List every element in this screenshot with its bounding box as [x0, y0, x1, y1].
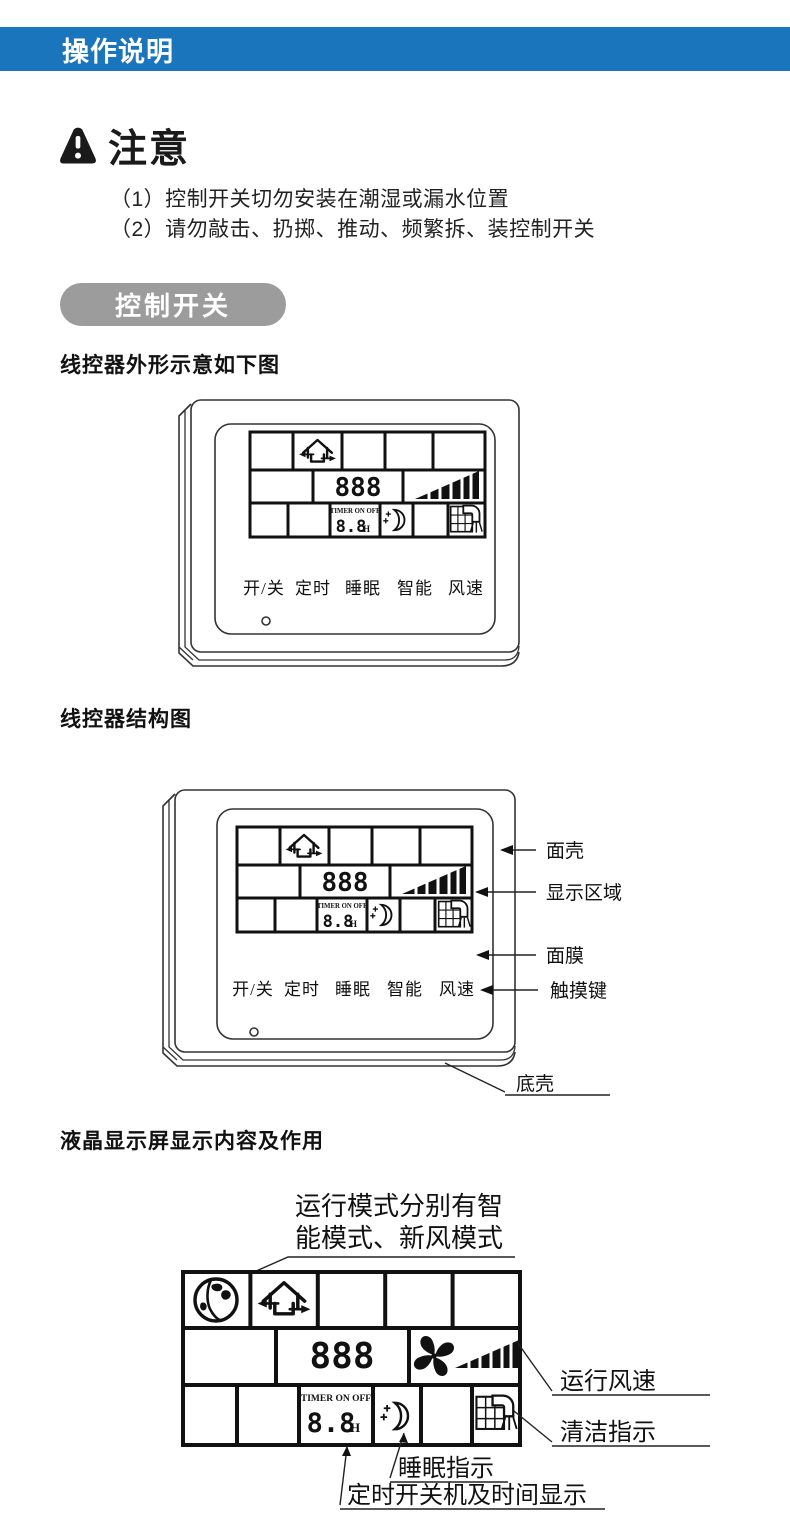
fan-speed-ramp-icon [400, 864, 468, 896]
callout-face-shell: 面壳 [500, 840, 584, 862]
annotation-fan-speed: 运行风速 [516, 1341, 710, 1396]
button-label-sleep: 睡眠 [345, 579, 381, 598]
button-label-timer: 定时 [295, 579, 331, 598]
case-mid-edge [184, 403, 520, 661]
timer-digits: 8.8 [307, 1408, 356, 1439]
annotation-mode-line1: 运行模式分别有智 [295, 1192, 503, 1221]
annotation-mode: 运行模式分别有智 能模式、新风模式 [253, 1192, 515, 1273]
lcd-grid [181, 1270, 522, 1447]
button-label-sleep: 睡眠 [335, 980, 371, 999]
annotation-fan-speed-label: 运行风速 [560, 1368, 656, 1395]
timer-label: TIMER ON OFF [330, 508, 380, 515]
timer-label: TIMER ON OFF [301, 1394, 371, 1404]
main-digits: 888 [309, 1336, 374, 1377]
timer-digits: 8.8 [323, 912, 354, 932]
timer-unit: H [363, 524, 370, 534]
clean-indicator-icon [475, 1394, 518, 1432]
section-heading-outline: 线控器外形示意如下图 [60, 354, 280, 377]
annotation-timer: 定时开关机及时间显示 [339, 1446, 605, 1510]
callout-membrane: 面膜 [476, 945, 584, 967]
sleep-moon-icon [379, 1401, 410, 1431]
fan-speed-ramp-icon [413, 469, 481, 501]
warning-icon [60, 127, 96, 164]
annotation-sleep-label: 睡眠指示 [398, 1455, 494, 1482]
notice-title: 注意 [108, 128, 191, 171]
button-label-timer: 定时 [284, 980, 320, 999]
button-label-smart: 智能 [397, 579, 433, 598]
clean-indicator-icon [449, 504, 484, 534]
notice-item: （2）请勿敲击、扔掷、推动、频繁拆、装控制开关 [110, 218, 596, 241]
page-title: 操作说明 [62, 36, 174, 67]
control-switch-pill-label: 控制开关 [114, 291, 231, 321]
lcd-grid [248, 430, 487, 539]
fan-pinwheel-icon [414, 1336, 454, 1376]
notice-item: （1）控制开关切勿安装在潮湿或漏水位置 [110, 188, 510, 211]
case-face [190, 399, 520, 653]
callout-bottom-shell: 底壳 [444, 1062, 610, 1096]
callout-bottom-shell-label: 底壳 [516, 1073, 554, 1095]
controller-structure-diagram: 888 TIMER ON OFF 8.8 H 开/关 定时 睡眠 智能 风速 面… [162, 789, 622, 1096]
callout-face-shell-label: 面壳 [546, 840, 584, 862]
controller-outline-diagram: 888 TIMER ON OFF 8.8 H 开/关 定时 睡眠 智能 风速 [178, 399, 520, 667]
case-outer-edge [162, 793, 516, 1067]
button-label-smart: 智能 [387, 980, 423, 999]
callout-touch-keys-label: 触摸键 [550, 980, 607, 1002]
clean-indicator-icon [437, 899, 472, 929]
annotation-mode-line2: 能模式、新风模式 [295, 1224, 503, 1253]
callout-display-area: 显示区域 [475, 882, 622, 904]
button-label-power: 开/关 [232, 980, 274, 999]
front-panel [214, 423, 496, 635]
timer-unit: H [350, 1420, 360, 1435]
case-outer-edge [178, 403, 520, 667]
fresh-air-mode-icon [255, 1281, 313, 1316]
indicator-led [261, 616, 271, 626]
lcd-detail-diagram: 运行模式分别有智 能模式、新风模式 888 TIMER ON OFF 8.8 H… [181, 1192, 710, 1510]
indicator-led [249, 1027, 259, 1037]
callout-touch-keys: 触摸键 [480, 980, 607, 1002]
timer-unit: H [350, 919, 357, 929]
section-heading-lcd: 液晶显示屏显示内容及作用 [60, 1130, 324, 1153]
main-digits: 888 [335, 473, 382, 503]
button-label-power: 开/关 [243, 579, 285, 598]
case-chamfer [162, 1046, 178, 1061]
annotation-clean: 清洁指示 [513, 1410, 710, 1447]
sleep-moon-icon [369, 903, 393, 927]
sleep-moon-icon [382, 508, 406, 532]
notice-header: 注意 [58, 118, 190, 174]
smart-mode-globe-icon [193, 1277, 239, 1323]
button-label-fanspeed: 风速 [439, 980, 475, 999]
fresh-air-mode-icon [284, 833, 324, 858]
front-panel [216, 808, 494, 1040]
case-chamfer [178, 646, 194, 661]
case-mid-edge [168, 793, 516, 1061]
fan-speed-ramp-icon [453, 1338, 521, 1370]
annotation-sleep: 睡眠指示 [389, 1432, 508, 1483]
callout-display-area-label: 显示区域 [546, 882, 622, 904]
main-digits: 888 [322, 868, 369, 898]
fresh-air-mode-icon [297, 438, 338, 463]
lcd-grid [235, 825, 474, 934]
control-switch-pill: 控制开关 [60, 283, 286, 326]
case-face [174, 789, 516, 1053]
section-heading-structure: 线控器结构图 [60, 708, 192, 731]
timer-label: TIMER ON OFF [317, 903, 367, 910]
timer-digits: 8.8 [336, 517, 367, 537]
header-bar: 操作说明 [0, 27, 790, 71]
button-label-fanspeed: 风速 [448, 579, 484, 598]
annotation-timer-label: 定时开关机及时间显示 [347, 1482, 587, 1509]
callout-membrane-label: 面膜 [546, 945, 584, 967]
annotation-clean-label: 清洁指示 [560, 1419, 656, 1446]
